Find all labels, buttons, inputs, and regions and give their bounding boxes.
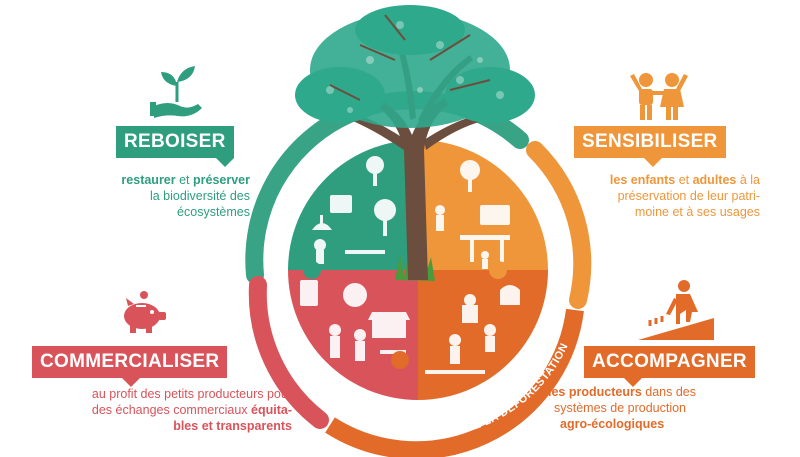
quadrant-accompagner: [418, 270, 548, 400]
commercialiser-description: au profit des petits producteurs pour de…: [91, 387, 292, 433]
quadrant-commercialiser: [288, 270, 418, 400]
reboiser-banner: REBOISER: [116, 126, 234, 167]
sensibiliser-title: SENSIBILISER: [582, 131, 718, 152]
ring-red: [248, 276, 329, 429]
accompagner-title: ACCOMPAGNER: [592, 351, 747, 372]
reboiser-title: REBOISER: [124, 131, 226, 152]
ring-orange: [526, 141, 592, 309]
grass: [395, 247, 435, 281]
tree-foliage: [295, 5, 535, 128]
sensibiliser-description: les enfants et adultes à la préservation…: [609, 173, 760, 219]
farmer-icon: [638, 280, 714, 340]
plant-in-hand-icon: [150, 66, 202, 118]
commercialiser-title: COMMERCIALISER: [40, 351, 220, 372]
quadrant-reboiser: [288, 140, 418, 270]
accompagner-banner: ACCOMPAGNER: [584, 346, 755, 387]
piggy-bank-icon: [124, 291, 166, 333]
accompagner-description: les producteurs dans des systèmes de pro…: [548, 385, 696, 431]
tree-trunk: [375, 98, 450, 280]
sensibiliser-banner: SENSIBILISER: [574, 126, 726, 167]
reboiser-description: restaurer et préserver la biodiversité d…: [121, 173, 250, 219]
commercialiser-banner: COMMERCIALISER: [32, 346, 228, 387]
children-icon: [630, 73, 688, 120]
deforestation-ring: [325, 308, 584, 457]
